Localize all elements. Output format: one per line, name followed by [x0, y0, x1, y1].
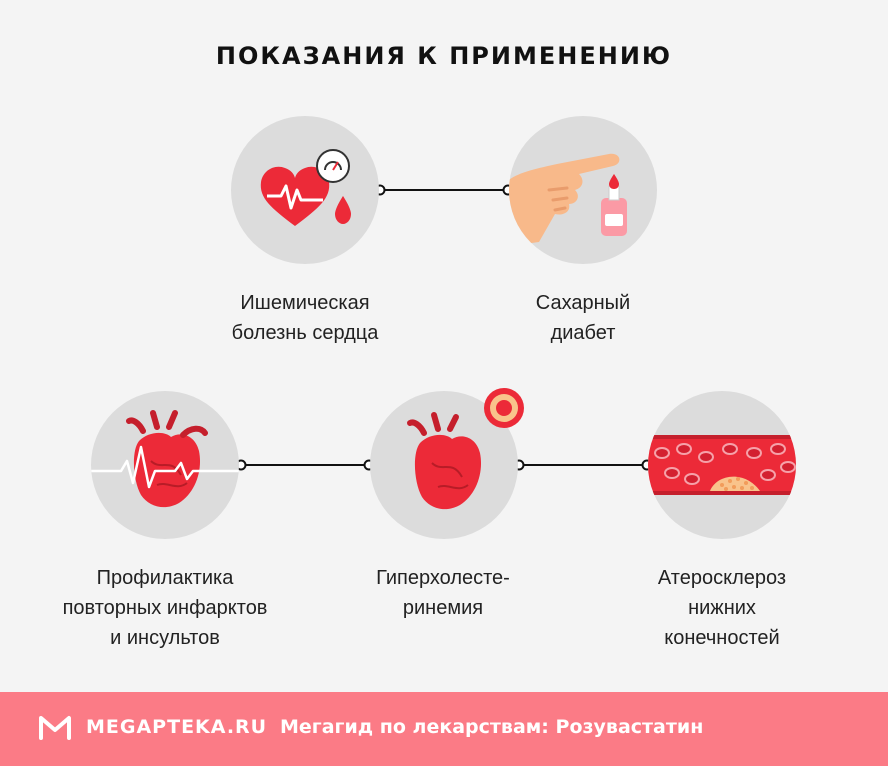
item-label-4: Гиперхолесте- ринемия — [376, 567, 510, 619]
connector-2 — [235, 459, 375, 471]
megapteka-logo-icon — [39, 716, 71, 740]
footer-tagline: Мегагид по лекарствам: Розувастатин — [280, 716, 704, 738]
finger-blood-test-icon — [509, 153, 627, 246]
item-label-5: Атеросклероз нижних конечностей — [657, 567, 787, 649]
item-label-1: Ишемическая болезнь сердца — [231, 292, 379, 344]
connector-3 — [513, 459, 653, 471]
footer-bar: MEGAPTEKA.RU Мегагид по лекарствам: Розу… — [0, 692, 888, 766]
heart-plaque-icon — [407, 412, 482, 510]
item-circle-1 — [231, 116, 379, 264]
blood-vessel-icon — [648, 435, 796, 495]
footer-brand[interactable]: MEGAPTEKA.RU — [86, 716, 268, 738]
item-label-3: Профилактика повторных инфарктов и инсул… — [62, 567, 268, 649]
item-label-2: Сахарный диабет — [535, 292, 631, 344]
item-circle-2 — [509, 116, 657, 264]
item-circle-5 — [648, 391, 796, 539]
connector-1 — [374, 184, 514, 196]
item-circle-3 — [91, 391, 239, 539]
plaque-badge-icon — [484, 388, 524, 428]
page-title: ПОКАЗАНИЯ К ПРИМЕНЕНИЮ — [215, 42, 673, 70]
heart-pulse-icon — [260, 149, 351, 226]
heart-ecg-icon — [91, 410, 239, 508]
